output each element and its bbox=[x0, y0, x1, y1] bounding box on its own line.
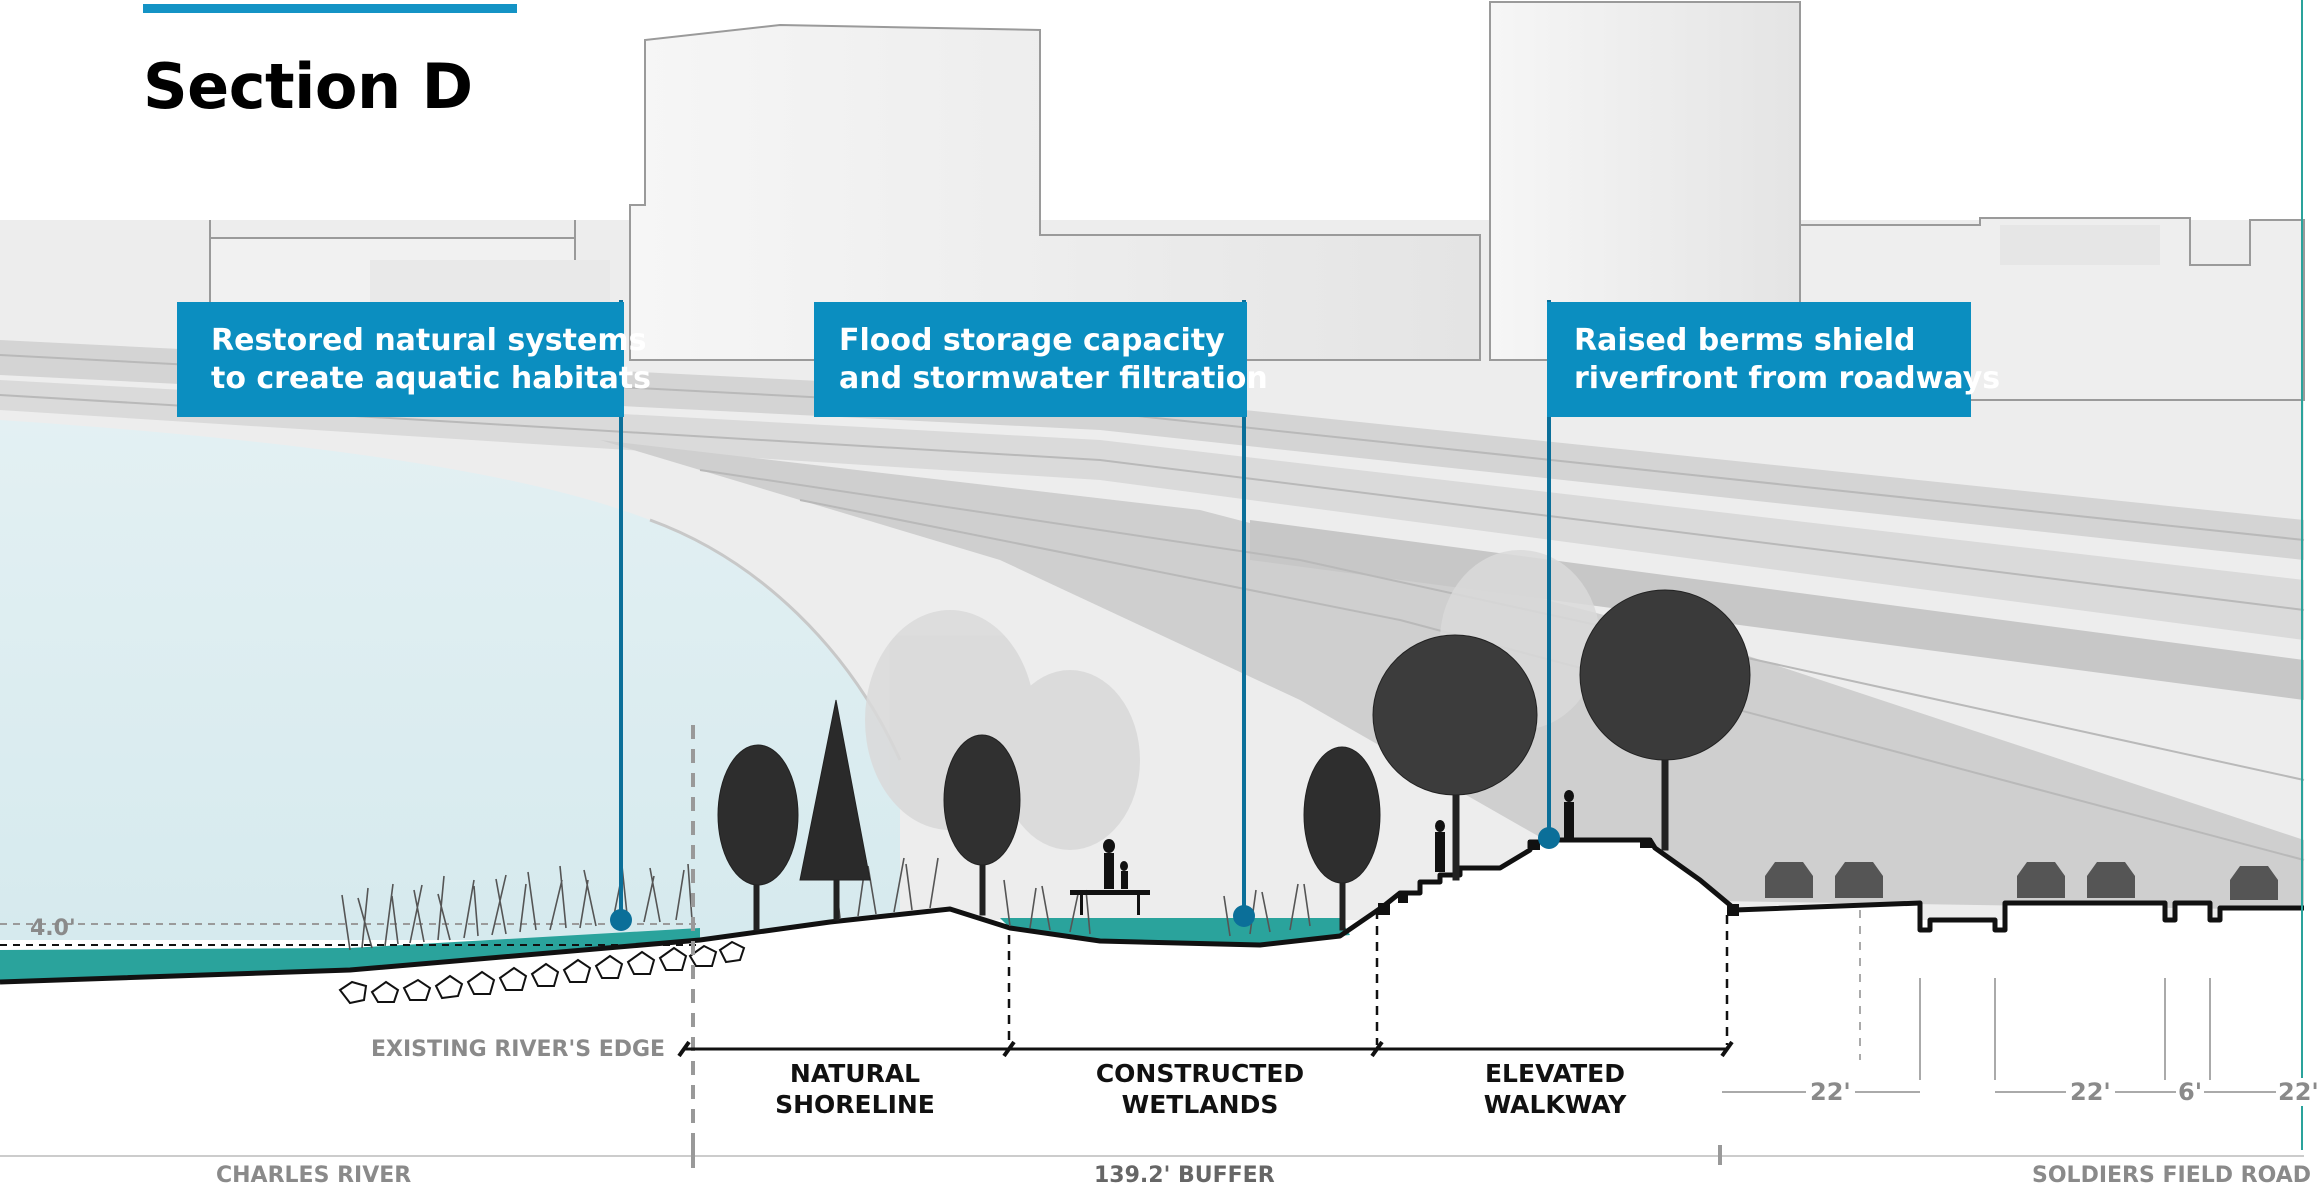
zone-label-line: WALKWAY bbox=[1483, 1090, 1627, 1119]
callout-raised-berms: Raised berms shield riverfront from road… bbox=[1547, 302, 2001, 417]
water-level-label: 4.0' bbox=[30, 916, 76, 941]
zone-constructed-wetlands: CONSTRUCTED WETLANDS bbox=[1085, 1058, 1315, 1120]
lane-dimension: 22' bbox=[2066, 1078, 2115, 1106]
trees bbox=[717, 589, 1751, 931]
zone-label-line: WETLANDS bbox=[1121, 1090, 1279, 1119]
soldiers-field-road-label: SOLDIERS FIELD ROAD bbox=[2032, 1163, 2312, 1188]
callout-flood-storage: Flood storage capacity and stormwater fi… bbox=[814, 302, 1268, 417]
zone-elevated-walkway: ELEVATED WALKWAY bbox=[1455, 1058, 1655, 1120]
callout-aquatic-habitats: Restored natural systems to create aquat… bbox=[177, 302, 652, 417]
callout-line: Flood storage capacity bbox=[839, 322, 1225, 358]
zone-natural-shoreline: NATURAL SHORELINE bbox=[755, 1058, 955, 1120]
buffer-label: 139.2' BUFFER bbox=[1094, 1163, 1275, 1188]
lane-dimension: 6' bbox=[2176, 1078, 2205, 1106]
zone-label-line: NATURAL bbox=[789, 1059, 921, 1088]
callout-line: to create aquatic habitats bbox=[211, 360, 652, 396]
callout-line: riverfront from roadways bbox=[1574, 360, 2001, 396]
people bbox=[1070, 790, 1574, 915]
lane-dimension: 22' bbox=[2276, 1078, 2321, 1106]
title-accent-bar bbox=[143, 4, 517, 13]
existing-edge-label: EXISTING RIVER'S EDGE bbox=[371, 1037, 666, 1062]
river-surface bbox=[0, 420, 900, 940]
callout-line: Raised berms shield bbox=[1574, 322, 1916, 358]
callout-line: and stormwater filtration bbox=[839, 360, 1268, 396]
zone-label-line: CONSTRUCTED bbox=[1095, 1059, 1305, 1088]
page-title: Section D bbox=[143, 50, 473, 123]
section-water bbox=[0, 928, 700, 980]
cars bbox=[1765, 862, 2278, 900]
callout-line: Restored natural systems bbox=[211, 322, 647, 358]
lane-dimension: 22' bbox=[1806, 1078, 1855, 1106]
zone-label-line: ELEVATED bbox=[1484, 1059, 1626, 1088]
zone-label-line: SHORELINE bbox=[775, 1090, 935, 1119]
charles-river-label: CHARLES RIVER bbox=[216, 1163, 412, 1188]
